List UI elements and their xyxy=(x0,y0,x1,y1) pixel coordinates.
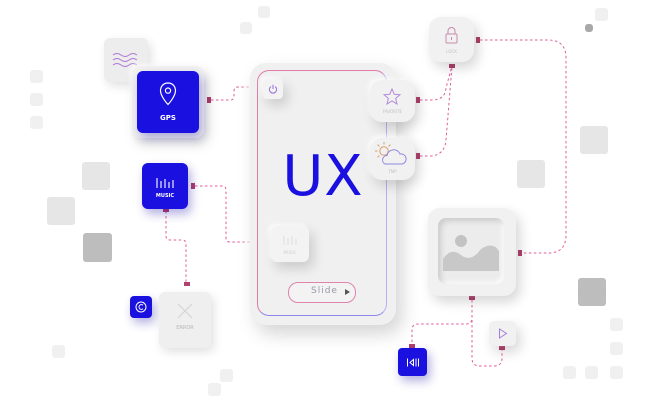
lock-icon xyxy=(445,27,458,44)
bg-square xyxy=(610,318,623,331)
play-tile[interactable] xyxy=(489,321,516,346)
location-pin-icon xyxy=(159,82,177,106)
image-tile[interactable] xyxy=(428,208,516,296)
weather-label: TMP xyxy=(388,169,397,174)
gps-tile[interactable]: GPS xyxy=(137,71,199,133)
bg-square xyxy=(83,233,112,262)
music-small-tile[interactable]: MUSIC xyxy=(271,226,309,262)
play-icon xyxy=(499,328,508,339)
music-small-label: MUSIC xyxy=(283,250,297,255)
image-icon xyxy=(443,235,499,271)
connector-node xyxy=(184,282,190,286)
connector-node xyxy=(518,250,522,256)
bg-square xyxy=(52,345,65,358)
gps-label: GPS xyxy=(160,114,176,122)
skip-tile[interactable] xyxy=(398,348,427,376)
connector-music xyxy=(195,185,268,243)
bg-square xyxy=(610,366,623,379)
bg-square xyxy=(610,342,623,355)
phone-screen-outline xyxy=(257,70,387,316)
slide-label: Slide xyxy=(311,286,338,296)
connector-node xyxy=(416,153,420,159)
equalizer-icon xyxy=(283,236,297,245)
connector-gps-power xyxy=(211,86,262,101)
image-frame xyxy=(438,218,504,284)
copyright-tile[interactable] xyxy=(130,296,152,318)
music-label: MUSIC xyxy=(155,193,175,199)
music-tile[interactable]: MUSIC xyxy=(142,163,188,209)
bg-square xyxy=(30,116,43,129)
power-button[interactable] xyxy=(263,79,283,99)
weather-tile[interactable]: TMP xyxy=(370,138,415,180)
bg-square xyxy=(563,366,576,379)
bg-square xyxy=(240,22,252,34)
bg-square xyxy=(258,6,270,18)
copyright-icon xyxy=(135,301,147,313)
ux-title: UX xyxy=(282,144,364,209)
skip-icon xyxy=(407,358,419,367)
lock-label: LOCK xyxy=(446,49,457,54)
error-label: ERROR xyxy=(176,325,194,331)
slide-button[interactable]: Slide xyxy=(288,282,356,303)
bg-square xyxy=(220,369,233,382)
weather-icon xyxy=(375,142,407,165)
bg-square xyxy=(580,126,608,154)
bg-square xyxy=(595,8,608,21)
bg-square xyxy=(517,160,545,188)
connector-node xyxy=(449,64,455,68)
error-icon xyxy=(177,303,193,319)
connector-node xyxy=(191,183,195,189)
connector-node xyxy=(207,97,211,103)
equalizer-icon xyxy=(156,178,174,188)
connector-weather-lock xyxy=(420,65,453,157)
lock-tile[interactable]: LOCK xyxy=(429,17,474,62)
bg-square xyxy=(578,278,606,306)
connector-favorite-lock xyxy=(420,65,453,101)
star-icon xyxy=(383,88,401,105)
bg-square xyxy=(208,383,221,396)
connector-image-play xyxy=(471,300,503,367)
power-icon xyxy=(268,84,278,94)
bg-square xyxy=(585,366,598,379)
play-arrow-icon xyxy=(345,289,350,295)
bg-square xyxy=(82,162,110,190)
favorite-label: FAVORITE xyxy=(382,109,403,114)
bg-square xyxy=(47,197,75,225)
connector-node xyxy=(499,346,505,350)
bg-square xyxy=(30,93,43,106)
waves-icon xyxy=(112,53,138,67)
connector-image-skip xyxy=(411,300,473,347)
connector-node xyxy=(469,296,475,300)
bg-square xyxy=(585,24,593,32)
connector-node xyxy=(416,97,420,103)
connector-node xyxy=(409,344,415,348)
connector-node xyxy=(476,37,480,43)
connector-lock-image xyxy=(480,39,567,254)
favorite-tile[interactable]: FAVORITE xyxy=(370,80,415,122)
bg-square xyxy=(30,70,43,83)
error-tile: ERROR xyxy=(159,292,211,348)
connector-error xyxy=(165,211,187,282)
connector-node xyxy=(163,208,169,212)
